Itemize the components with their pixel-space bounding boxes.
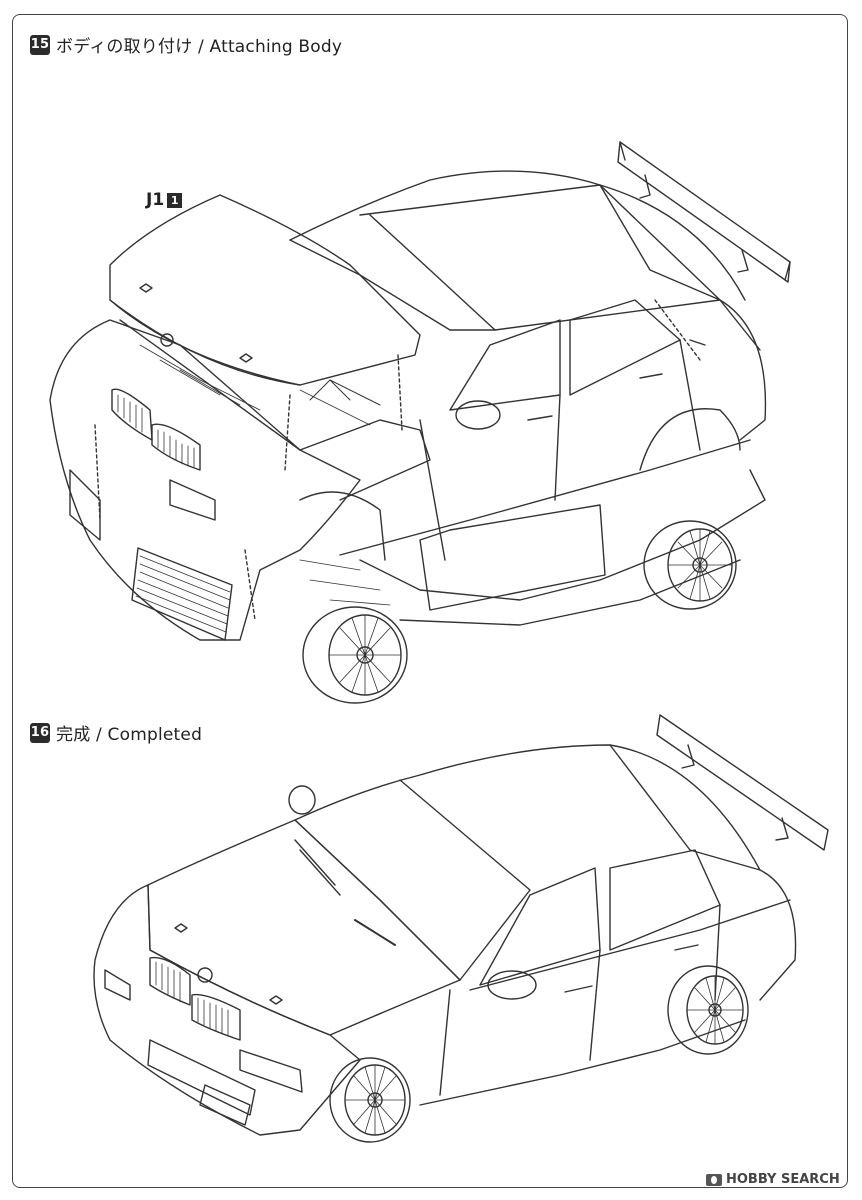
rear-wheel-15	[643, 520, 737, 610]
door-handle-front	[527, 415, 553, 421]
hood-j1-front-edge	[109, 299, 301, 386]
engine-bay	[119, 319, 431, 501]
hobbysearch-watermark: HOBBY SEARCH	[706, 1172, 840, 1187]
rear-wing-stay-left	[639, 174, 651, 199]
body-side-window-rear	[569, 299, 681, 396]
mirror-icon	[455, 400, 501, 430]
hood-pin-left	[139, 283, 153, 293]
body-roof-edge	[359, 184, 721, 301]
hobbysearch-logo-icon	[706, 1173, 722, 1186]
rear-wheel-16	[667, 965, 749, 1055]
hood-j1	[109, 194, 421, 386]
hood-pin-16a	[174, 923, 188, 933]
chassis-floor-lower	[399, 559, 741, 626]
side-window-rear-16	[609, 849, 721, 951]
intercooler-fins	[135, 555, 231, 633]
kidney-left-16	[149, 956, 191, 1006]
step-15-number: 15	[30, 34, 50, 55]
rear-quarter-16	[759, 869, 797, 1001]
chassis-detail	[299, 559, 391, 606]
side-body-16	[439, 904, 721, 1096]
headlight-left	[169, 479, 216, 521]
fuel-cap	[689, 339, 706, 346]
splitter-16	[199, 1084, 251, 1126]
kidney-right-16	[191, 993, 241, 1041]
splitter	[69, 469, 101, 541]
hood-part-id: J1	[146, 190, 165, 210]
hood-guide-line-2	[397, 354, 403, 431]
step-15-header: 15 ボディの取り付け / Attaching Body	[30, 32, 342, 57]
hood-part-runner: 1	[167, 192, 183, 208]
watermark-text: HOBBY SEARCH	[726, 1172, 840, 1187]
kidney-grille-slats	[117, 394, 195, 469]
body-roof	[289, 170, 746, 301]
hood-guide-line-1	[284, 394, 291, 471]
wiper-16b	[354, 919, 396, 946]
rear-guide-line	[654, 299, 701, 361]
sill-16	[419, 1019, 746, 1106]
hood-badge	[160, 333, 174, 347]
body-sill	[339, 439, 751, 556]
hood-16	[147, 819, 461, 1036]
kidney-slats-16	[155, 961, 229, 1037]
wiper-16	[294, 839, 341, 896]
front-nose	[49, 319, 361, 641]
front-wheel-16	[329, 1057, 411, 1143]
door-handle-16-rear	[674, 944, 699, 951]
body-rear-window	[599, 184, 721, 301]
step-16-title: 完成 / Completed	[56, 725, 203, 745]
front-wheel-15	[302, 606, 408, 704]
front-guide-line	[94, 424, 256, 621]
page-frame	[12, 14, 848, 1188]
rear-wing-16	[656, 714, 829, 851]
step-16-number: 16	[30, 722, 50, 743]
side-window-16	[479, 867, 601, 986]
engine-bay-detail	[139, 344, 371, 426]
body-front-fender	[299, 491, 386, 561]
step-16-illustration	[93, 714, 829, 1143]
rear-window-16	[609, 744, 761, 871]
rear-wing	[617, 141, 791, 283]
rear-wing-stay-right	[737, 249, 749, 273]
body-windshield	[289, 214, 496, 331]
hood-part-label: J1 1	[146, 190, 183, 210]
body-side-top	[494, 299, 761, 351]
headlight-16	[239, 1049, 303, 1093]
step-15-illustration	[49, 141, 791, 704]
roll-cage	[309, 379, 381, 406]
body-rear-arch	[639, 408, 741, 471]
step-16-header: 16 完成 / Completed	[30, 720, 202, 745]
hood-pin-right	[239, 353, 253, 363]
mirror-icon-16	[487, 970, 537, 1000]
body-side-window-front	[449, 319, 561, 411]
front-bumper-16	[93, 884, 361, 1136]
foglight-16	[104, 969, 131, 1001]
rear-wing-endplate	[619, 141, 791, 281]
chassis-floor	[359, 469, 766, 601]
hood-pin-16b	[269, 995, 283, 1005]
door-handle-16-front	[564, 985, 593, 993]
beltline-16	[469, 899, 791, 991]
chassis-side-panel	[419, 504, 606, 611]
lower-intake-16	[147, 1039, 256, 1116]
step-15-title: ボディの取り付け / Attaching Body	[56, 37, 343, 57]
door-handle-rear	[639, 373, 663, 379]
body-rear-quarter	[719, 299, 767, 441]
roof-16	[294, 744, 761, 871]
kidney-grille-right	[151, 423, 201, 471]
rear-wing-16-stays	[681, 744, 789, 841]
intercooler	[131, 547, 233, 641]
antenna-mirror-16	[288, 785, 316, 815]
